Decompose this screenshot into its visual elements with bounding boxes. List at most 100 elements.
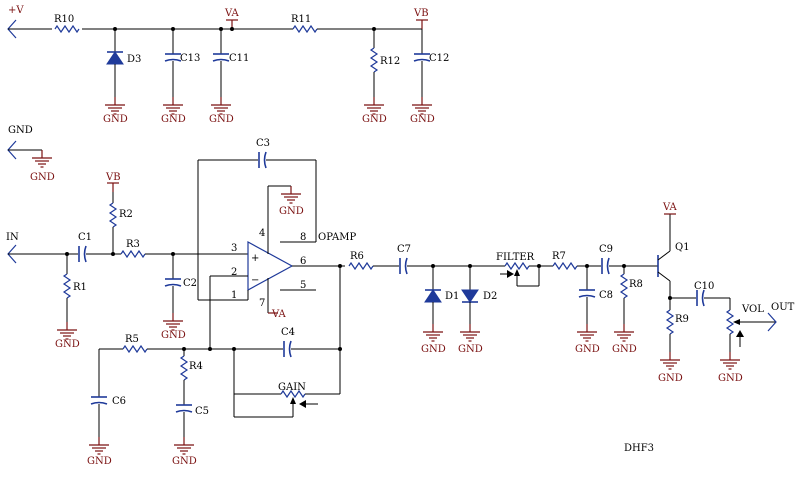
opamp-pin-label: 1: [231, 290, 237, 301]
junction-dot: [537, 264, 541, 268]
opamp-stage: + − OPAMP 1 2 3 4 5 6 7 8 GND VA C3: [87, 138, 356, 467]
resistor-r10: [54, 25, 80, 33]
gnd-label: GND: [161, 330, 186, 341]
capacitor-c13: [164, 53, 182, 62]
resistor-r9: [666, 309, 674, 335]
junction-dot: [338, 264, 342, 268]
gnd-symbol: [173, 436, 195, 455]
va-rail-label: VA: [662, 202, 678, 213]
gnd-symbol: [162, 312, 184, 331]
vb-rail-label: VB: [105, 172, 121, 183]
junction-dot: [171, 252, 175, 256]
opamp-plus-label: +: [251, 253, 259, 264]
junction-dot: [182, 347, 186, 351]
gnd-symbol: [162, 96, 184, 115]
capacitor-c6: [90, 396, 108, 405]
opamp-pin-label: 2: [231, 267, 237, 278]
resistor-r11: [292, 25, 318, 33]
gnd-label: GND: [103, 114, 128, 125]
gnd-symbol: [411, 96, 433, 115]
opamp-name-label: OPAMP: [318, 232, 356, 243]
capacitor-c12: [413, 53, 431, 62]
wiper-arrow-icon: [299, 400, 306, 408]
r3-label: R3: [126, 239, 140, 250]
vol-wiper-icon: [733, 319, 740, 325]
gnd-symbol: [56, 321, 78, 340]
junction-dot: [338, 347, 342, 351]
vb-rail-label: VB: [413, 8, 429, 19]
gnd-symbol: [422, 323, 444, 342]
junction-dot: [208, 347, 212, 351]
gnd-symbol: [280, 185, 302, 204]
gnd-symbol: [210, 96, 232, 115]
gnd-label: GND: [161, 114, 186, 125]
junction-dot: [372, 27, 376, 31]
junction-dot: [622, 264, 626, 268]
gnd-symbol: [31, 149, 53, 168]
gnd-label: GND: [575, 344, 600, 355]
c1-label: C1: [78, 232, 92, 243]
vol-label: VOL: [741, 304, 764, 315]
filter-wiper-icon: [514, 269, 520, 276]
r10-label: R10: [54, 14, 74, 25]
junction-dot: [171, 27, 175, 31]
gnd-label: GND: [658, 373, 683, 384]
va-rail-label: VA: [271, 309, 287, 320]
va-rail-label: VA: [224, 8, 240, 19]
r5-label: R5: [125, 334, 139, 345]
diode-d3-icon: [106, 51, 124, 65]
junction-dot: [232, 347, 236, 351]
gnd-label: GND: [421, 344, 446, 355]
capacitor-c7: [399, 257, 408, 275]
junction-dot: [65, 252, 69, 256]
gnd-symbol: [88, 436, 110, 455]
potentiometer-filter: [504, 262, 530, 270]
opamp-minus-label: −: [251, 275, 259, 286]
gnd-label: GND: [55, 339, 80, 350]
gnd-label: GND: [458, 344, 483, 355]
input-stage: IN C1 R3 R1 GND VB R2 C2 GND: [6, 172, 248, 350]
junction-dot: [219, 27, 223, 31]
transistor-q1-emitter: [657, 271, 671, 282]
capacitor-c9: [601, 257, 610, 275]
capacitor-c5: [175, 404, 193, 413]
capacitor-c3: [258, 151, 267, 169]
junction-dot: [230, 27, 234, 31]
opamp-pin-label: 4: [259, 228, 265, 239]
diode-d2-icon: [461, 289, 479, 303]
gnd-symbol: [363, 96, 385, 115]
schematic-title: DHF3: [624, 443, 654, 454]
resistor-r1: [63, 273, 71, 299]
opamp-pin-label: 5: [300, 280, 306, 291]
gnd-symbol: [459, 323, 481, 342]
c4-label: C4: [281, 327, 295, 338]
c2-label: C2: [183, 278, 197, 289]
gnd-label: GND: [612, 344, 637, 355]
out-port-label: OUT: [771, 302, 795, 313]
resistor-r2: [109, 202, 117, 228]
in-port-label: IN: [6, 232, 19, 243]
gnd-label: GND: [87, 456, 112, 467]
capacitor-c11: [212, 53, 230, 62]
resistor-r12: [370, 47, 378, 73]
c12-label: C12: [429, 53, 449, 64]
junction-dot: [468, 264, 472, 268]
resistor-r6: [348, 262, 374, 270]
junction-dot: [431, 264, 435, 268]
gnd-label: GND: [410, 114, 435, 125]
r11-label: R11: [291, 14, 311, 25]
d1-label: D1: [445, 291, 459, 302]
gnd-symbol: [576, 323, 598, 342]
vin-port-label: +V: [8, 5, 24, 16]
resistor-r4: [180, 355, 188, 381]
c7-label: C7: [397, 244, 411, 255]
gnd-label: GND: [718, 373, 743, 384]
gnd-symbol: [104, 96, 126, 115]
diode-d1-icon: [424, 289, 442, 303]
gnd-label: GND: [279, 206, 304, 217]
c6-label: C6: [112, 396, 126, 407]
junction-dot: [113, 27, 117, 31]
gnd-label: GND: [209, 114, 234, 125]
gnd-label: GND: [172, 456, 197, 467]
